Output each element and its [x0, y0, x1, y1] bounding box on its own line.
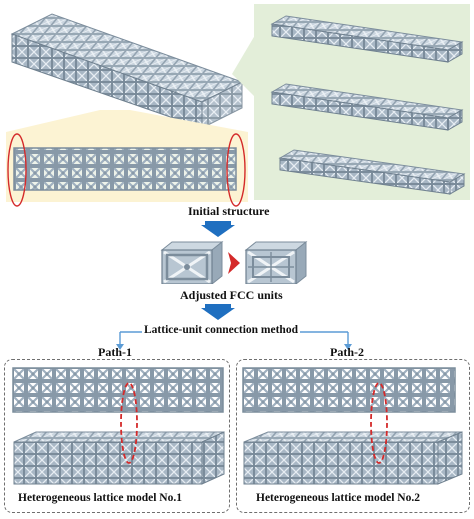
arrow-right-icon — [228, 252, 240, 274]
model-1-label: Heterogeneous lattice model No.1 — [18, 492, 182, 504]
initial-structure-label: Initial structure — [188, 204, 270, 218]
initial-lattice-3d — [10, 13, 244, 129]
adjusted-fcc-label: Adjusted FCC units — [180, 288, 283, 302]
arrow-down-icon — [201, 304, 235, 320]
path-2-panel — [236, 359, 470, 513]
fcc-unit-adjusted — [244, 240, 308, 284]
variant-lattice-3 — [278, 149, 466, 195]
path-1-panel — [4, 359, 230, 513]
model-2-label: Heterogeneous lattice model No.2 — [256, 492, 420, 504]
panel-connector — [232, 30, 258, 100]
variant-lattice-1 — [270, 15, 464, 63]
connection-method-label: Lattice-unit connection method — [142, 324, 300, 336]
path-1-flat-lattice — [12, 367, 224, 413]
path-2-flat-lattice — [242, 367, 456, 413]
path-1-label: Path-1 — [98, 345, 132, 359]
path-2-lattice-3d — [243, 431, 463, 485]
path-1-lattice-3d — [13, 431, 225, 485]
front-view-callout — [6, 110, 248, 207]
path-1-detail-ellipse — [120, 382, 138, 464]
variant-lattice-2 — [270, 83, 464, 131]
path-2-detail-ellipse — [370, 382, 388, 464]
path-2-label: Path-2 — [330, 345, 364, 359]
fcc-unit-original — [160, 240, 224, 284]
arrow-down-icon — [201, 221, 235, 237]
